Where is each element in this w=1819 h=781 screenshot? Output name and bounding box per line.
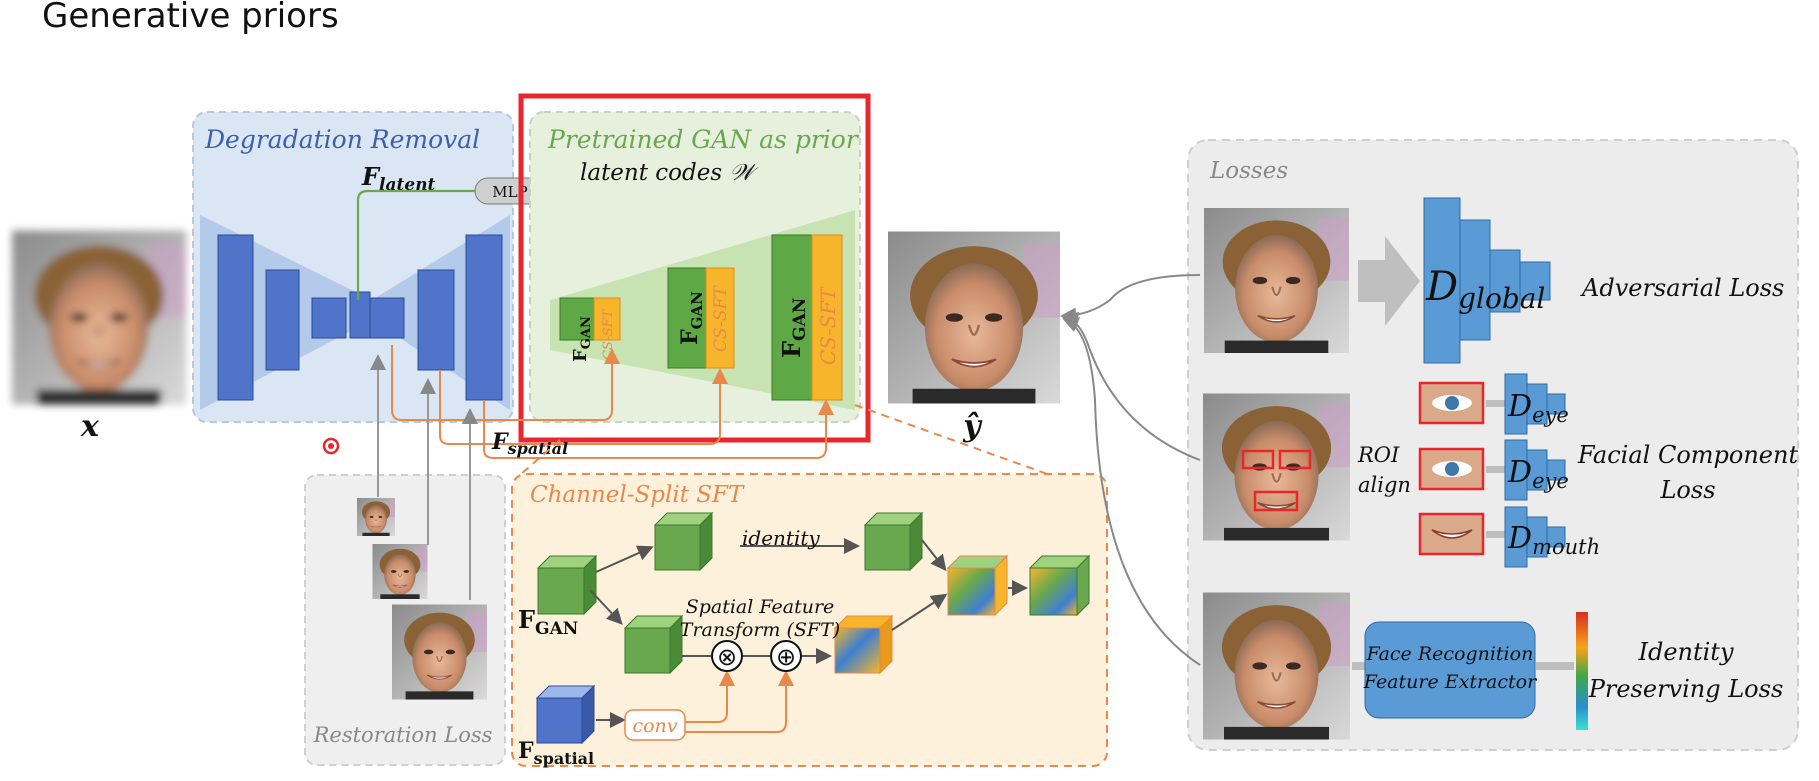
slide-title: Generative priors xyxy=(42,0,339,36)
sft-arrows xyxy=(589,538,1028,728)
d-eye-block-2 xyxy=(1504,439,1566,501)
fgan-label-medium: FGAN xyxy=(677,291,706,345)
d-mouth-label: Dmouth xyxy=(1507,521,1600,559)
crop-to-disc-connectors xyxy=(1486,400,1506,538)
mouth-crop xyxy=(1418,512,1485,556)
facial-loss-label-2: Loss xyxy=(1659,476,1715,504)
conv-arrows xyxy=(684,670,794,733)
roi-label-1: ROI xyxy=(1357,443,1400,467)
gan-title: Pretrained GAN as prior xyxy=(547,125,860,154)
conv-label: conv xyxy=(632,715,677,737)
facial-loss-label-1: Facial Component xyxy=(1577,441,1799,469)
feature-colorbar xyxy=(1576,612,1588,730)
f-spatial-label: Fspatial xyxy=(491,429,568,458)
degradation-title: Degradation Removal xyxy=(204,125,480,154)
restoration-loss-label: Restoration Loss xyxy=(313,723,493,747)
identity-label: identity xyxy=(742,526,820,550)
roi-label-2: align xyxy=(1358,473,1411,497)
latent-codes-label: latent codes 𝒲 xyxy=(580,160,758,186)
face-adversarial xyxy=(1203,208,1350,353)
face-identity xyxy=(1203,592,1350,740)
sft-title: Channel-Split SFT xyxy=(530,482,745,508)
fgan-label-large: FGAN xyxy=(777,298,810,358)
cube-sft-result xyxy=(833,614,894,675)
d-eye-block-1 xyxy=(1504,373,1566,435)
sft-transform-label-2: Transform (SFT) xyxy=(680,619,840,641)
cs-sft-label-medium: CS-SFT xyxy=(711,285,731,352)
sft-transform-label-1: Spatial Feature xyxy=(686,596,835,618)
conv-node xyxy=(624,709,686,741)
add-symbol: ⊕ xyxy=(776,643,796,671)
input-label: x xyxy=(80,409,100,444)
cs-sft-label-large: CS-SFT xyxy=(816,286,840,365)
losses-title: Losses xyxy=(1209,158,1288,184)
sft-fgan-label: FGAN xyxy=(518,605,578,639)
degradation-removal-panel xyxy=(192,111,514,423)
red-pointer-dot xyxy=(322,437,340,455)
cube-identity-output xyxy=(863,511,924,572)
output-image xyxy=(888,230,1060,405)
highlight-box xyxy=(518,93,871,443)
multiply-node xyxy=(711,640,743,672)
cube-sft-lower xyxy=(623,614,684,675)
loss-connectors xyxy=(1060,274,1201,666)
restoration-arrows xyxy=(370,354,478,600)
cube-concat-a xyxy=(946,554,1009,617)
fgan-label-small: FGAN xyxy=(570,316,594,362)
eye-crop-2 xyxy=(1418,447,1485,491)
restoration-loss-panel xyxy=(304,474,506,766)
arrow-to-face-rec xyxy=(1352,662,1368,670)
identity-loss-label-2: Preserving Loss xyxy=(1588,675,1784,703)
input-image xyxy=(12,230,186,405)
adversarial-loss-label: Adversarial Loss xyxy=(1580,274,1784,302)
cube-identity-upper xyxy=(653,511,714,572)
sft-fspatial-label: Fspatial xyxy=(518,738,594,768)
pretrained-gan-panel xyxy=(529,111,861,423)
cube-fspatial-input xyxy=(535,684,596,745)
face-roi xyxy=(1203,393,1350,541)
face-recognition-box xyxy=(1364,621,1536,719)
output-label: ŷ xyxy=(962,409,983,444)
cs-sft-label-small: CS-SFT xyxy=(601,308,616,360)
arrow-to-colorbar xyxy=(1536,662,1574,670)
identity-loss-label-1: Identity xyxy=(1637,638,1733,666)
cube-concat-b xyxy=(1028,554,1091,617)
spatial-arrows xyxy=(391,345,834,459)
d-mouth-block xyxy=(1504,506,1566,568)
eye-crop-1 xyxy=(1418,381,1485,425)
face-rec-label-1: Face Recognition xyxy=(1366,643,1534,665)
face-rec-label-2: Feature Extractor xyxy=(1363,671,1538,693)
d-global-label: Dglobal xyxy=(1425,264,1545,315)
sft-zoom-connectors xyxy=(519,404,1051,476)
arrow-to-dglobal xyxy=(1358,236,1420,326)
d-global-block xyxy=(1423,197,1551,364)
d-eye-label-2: Deye xyxy=(1507,455,1569,493)
d-eye-label-1: Deye xyxy=(1507,389,1569,427)
multiply-symbol: ⊗ xyxy=(717,643,737,671)
add-node xyxy=(770,640,802,672)
cube-fgan-input xyxy=(536,554,598,616)
